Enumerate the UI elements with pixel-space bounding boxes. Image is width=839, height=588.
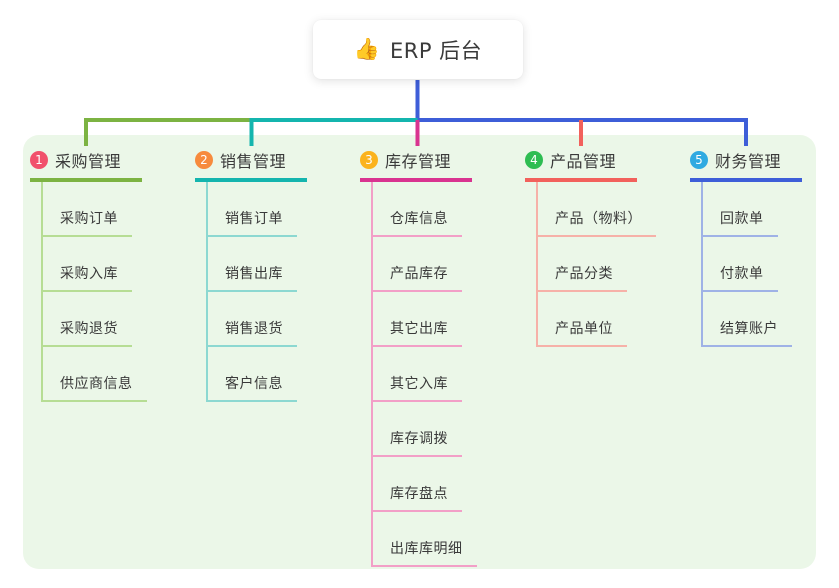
child-row: 销售订单 xyxy=(208,182,355,237)
child-node[interactable]: 供应商信息 xyxy=(43,373,147,402)
child-row: 产品单位 xyxy=(538,292,685,347)
branch-title[interactable]: 3 库存管理 xyxy=(360,148,472,182)
group-panel xyxy=(23,135,816,569)
child-row: 客户信息 xyxy=(208,347,355,402)
branch-label: 采购管理 xyxy=(55,152,122,171)
branch-children: 采购订单采购入库采购退货供应商信息 xyxy=(41,182,190,402)
branch-column-2: 2 销售管理 销售订单销售出库销售退货客户信息 xyxy=(195,148,355,402)
child-row: 采购订单 xyxy=(43,182,190,237)
child-row: 产品（物料） xyxy=(538,182,685,237)
child-row: 出库库明细 xyxy=(373,512,520,567)
branch-column-5: 5 财务管理 回款单付款单结算账户 xyxy=(690,148,839,347)
branch-children: 产品（物料） 产品分类产品单位 xyxy=(536,182,685,347)
branch-children: 回款单付款单结算账户 xyxy=(701,182,839,347)
child-node[interactable]: 结算账户 xyxy=(703,318,792,347)
branch-label: 库存管理 xyxy=(385,152,452,171)
branch-column-3: 3 库存管理 仓库信息产品库存其它出库其它入库库存调拨库存盘点出库库明细 xyxy=(360,148,520,567)
branch-children: 仓库信息产品库存其它出库其它入库库存调拨库存盘点出库库明细 xyxy=(371,182,520,567)
child-row: 库存调拨 xyxy=(373,402,520,457)
child-row: 其它入库 xyxy=(373,347,520,402)
thumbs-up-icon: 👍 xyxy=(353,37,380,61)
root-node[interactable]: 👍 ERP 后台 xyxy=(313,20,523,79)
branch-title[interactable]: 4 产品管理 xyxy=(525,148,637,182)
branch-column-4: 4 产品管理 产品（物料） 产品分类产品单位 xyxy=(525,148,685,347)
child-node[interactable]: 出库库明细 xyxy=(373,538,477,567)
branch-number-badge: 4 xyxy=(525,151,543,169)
child-row: 结算账户 xyxy=(703,292,839,347)
child-node[interactable]: 客户信息 xyxy=(208,373,297,402)
child-row: 产品库存 xyxy=(373,237,520,292)
child-row: 其它出库 xyxy=(373,292,520,347)
child-node[interactable]: 仓库信息 xyxy=(373,208,462,237)
child-node[interactable]: 库存盘点 xyxy=(373,483,462,512)
branch-children: 销售订单销售出库销售退货客户信息 xyxy=(206,182,355,402)
child-row: 产品分类 xyxy=(538,237,685,292)
child-node[interactable]: 库存调拨 xyxy=(373,428,462,457)
child-node[interactable]: 销售订单 xyxy=(208,208,297,237)
child-node[interactable]: 其它出库 xyxy=(373,318,462,347)
branch-number-badge: 3 xyxy=(360,151,378,169)
child-row: 采购退货 xyxy=(43,292,190,347)
child-node[interactable]: 产品分类 xyxy=(538,263,627,292)
branch-label: 财务管理 xyxy=(715,152,782,171)
branch-number-badge: 5 xyxy=(690,151,708,169)
child-node[interactable]: 采购入库 xyxy=(43,263,132,292)
child-row: 销售出库 xyxy=(208,237,355,292)
child-node[interactable]: 销售出库 xyxy=(208,263,297,292)
branch-title[interactable]: 5 财务管理 xyxy=(690,148,802,182)
child-row: 回款单 xyxy=(703,182,839,237)
branch-column-1: 1 采购管理 采购订单采购入库采购退货供应商信息 xyxy=(30,148,190,402)
child-node[interactable]: 产品单位 xyxy=(538,318,627,347)
child-row: 销售退货 xyxy=(208,292,355,347)
root-title: ERP 后台 xyxy=(389,38,483,63)
child-row: 库存盘点 xyxy=(373,457,520,512)
child-node[interactable]: 产品库存 xyxy=(373,263,462,292)
branch-number-badge: 2 xyxy=(195,151,213,169)
child-row: 采购入库 xyxy=(43,237,190,292)
child-node[interactable]: 付款单 xyxy=(703,263,778,292)
child-row: 付款单 xyxy=(703,237,839,292)
child-row: 仓库信息 xyxy=(373,182,520,237)
child-node[interactable]: 销售退货 xyxy=(208,318,297,347)
branch-label: 销售管理 xyxy=(220,152,287,171)
branch-number-badge: 1 xyxy=(30,151,48,169)
child-node[interactable]: 其它入库 xyxy=(373,373,462,402)
branch-title[interactable]: 1 采购管理 xyxy=(30,148,142,182)
child-node[interactable]: 回款单 xyxy=(703,208,778,237)
branch-label: 产品管理 xyxy=(550,152,617,171)
child-node[interactable]: 采购退货 xyxy=(43,318,132,347)
child-row: 供应商信息 xyxy=(43,347,190,402)
branch-title[interactable]: 2 销售管理 xyxy=(195,148,307,182)
child-node[interactable]: 采购订单 xyxy=(43,208,132,237)
child-node[interactable]: 产品（物料） xyxy=(538,208,656,237)
